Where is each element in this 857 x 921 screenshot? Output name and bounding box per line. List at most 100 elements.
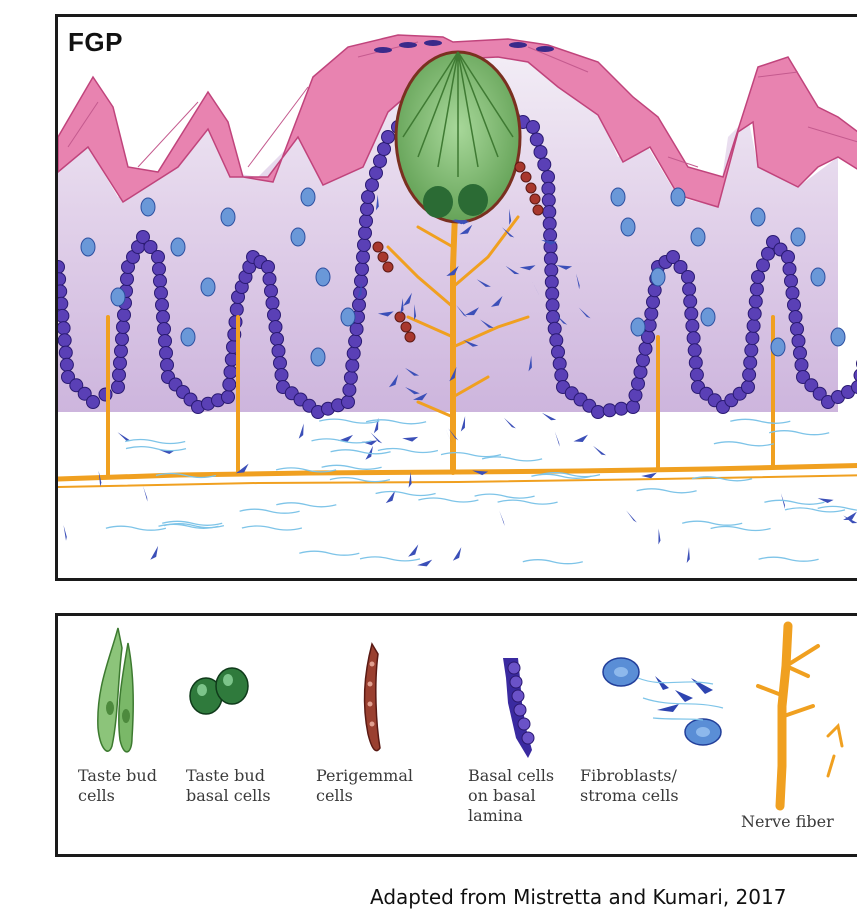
papilla-illustration [58, 17, 857, 581]
basal-cell [548, 322, 561, 335]
basal-cell [750, 283, 763, 296]
basal-cell [382, 131, 395, 144]
basal-cell [87, 396, 100, 409]
basal-cell [634, 366, 647, 379]
nucleus [771, 338, 785, 356]
basal-cell [161, 359, 174, 372]
basal-cell [60, 358, 73, 371]
perigemmal-cells-icon [365, 644, 380, 751]
basal-cell [747, 319, 760, 332]
basal-cell [627, 401, 640, 414]
basal-cell [686, 319, 699, 332]
basal-cell [112, 381, 125, 394]
basal-cell [744, 356, 757, 369]
basal-cell [271, 333, 284, 346]
basal-cell [58, 322, 70, 335]
basal-cell [783, 263, 796, 276]
basal-cell [229, 316, 242, 329]
basal-cell [544, 252, 557, 265]
basal-cell [347, 347, 360, 360]
basal-cell [542, 194, 555, 207]
basal-cell [794, 347, 807, 360]
basal-cell [687, 332, 700, 345]
basal-cell [152, 251, 165, 264]
nucleus [621, 218, 635, 236]
legend-icons [58, 616, 857, 857]
basal-cell [157, 311, 170, 324]
basal-cell [555, 369, 568, 382]
basal-cell [223, 378, 236, 391]
taste-bud-cells-icon [98, 628, 133, 752]
basal-cell [155, 287, 168, 300]
basal-cell [262, 261, 275, 274]
basal-cell [349, 335, 362, 348]
basal-cell [629, 389, 642, 402]
basal-cell [360, 215, 373, 228]
nucleus [316, 268, 330, 286]
basal-cell [752, 271, 765, 284]
basal-cell [757, 259, 770, 272]
basal-cell [346, 359, 359, 372]
nucleus [791, 228, 805, 246]
nucleus [751, 208, 765, 226]
basal-cell [59, 346, 72, 359]
basal-cell [115, 345, 128, 358]
nucleus [171, 238, 185, 256]
basal-cell [356, 263, 369, 276]
basal-cell [359, 227, 372, 240]
nucleus [701, 308, 715, 326]
basal-cell [743, 368, 756, 381]
legend-label-fibroblasts: Fibroblasts/ stroma cells [580, 766, 679, 806]
nucleus [691, 228, 705, 246]
basal-cell [684, 295, 697, 308]
basal-cell [222, 391, 235, 404]
basal-cell [683, 283, 696, 296]
nucleus [111, 288, 125, 306]
basal-cell [117, 321, 130, 334]
basal-cell [357, 251, 370, 264]
panel-label-fgp: FGP [68, 27, 123, 58]
nucleus [181, 328, 195, 346]
basal-cell [342, 396, 355, 409]
basal-cell [544, 229, 557, 242]
basal-cell [366, 179, 379, 192]
basal-cell [158, 323, 171, 336]
basal-cell [746, 332, 759, 345]
basal-cell [745, 344, 758, 357]
basal-cell [545, 264, 558, 277]
basal-cell [370, 167, 383, 180]
basal-cell [550, 334, 563, 347]
basal-cell [791, 323, 804, 336]
basal-cell [153, 263, 166, 276]
basal-cell [786, 287, 799, 300]
nucleus [291, 228, 305, 246]
nucleus [141, 198, 155, 216]
basal-cell [637, 354, 650, 367]
basal-cell [114, 357, 127, 370]
legend-label-taste-bud-basal-cells: Taste bud basal cells [186, 766, 271, 806]
basal-cell [275, 369, 288, 382]
basal-cell [542, 171, 555, 184]
nucleus [671, 188, 685, 206]
basal-cell [353, 299, 366, 312]
legend-label-taste-bud-cells: Taste bud cells [78, 766, 157, 806]
basal-cell [156, 299, 169, 312]
basal-cell [99, 388, 112, 401]
basal-cell [118, 309, 131, 322]
basal-cell [230, 303, 243, 316]
taste-bud-basal-cells-icon [190, 668, 248, 714]
basal-cell [265, 285, 278, 298]
basal-cell [378, 143, 391, 156]
fibroblasts-icon [603, 658, 723, 745]
nucleus [341, 308, 355, 326]
basal-cell [749, 295, 762, 308]
basal-cell [530, 133, 543, 146]
basal-cell [639, 342, 652, 355]
legend-label-basal-cells: Basal cells on basal lamina [468, 766, 554, 826]
basal-cell [645, 307, 658, 320]
basal-cell [224, 366, 237, 379]
basal-cell [547, 311, 560, 324]
basal-cell [682, 271, 695, 284]
basal-cell [263, 273, 276, 286]
basal-cell [154, 275, 167, 288]
